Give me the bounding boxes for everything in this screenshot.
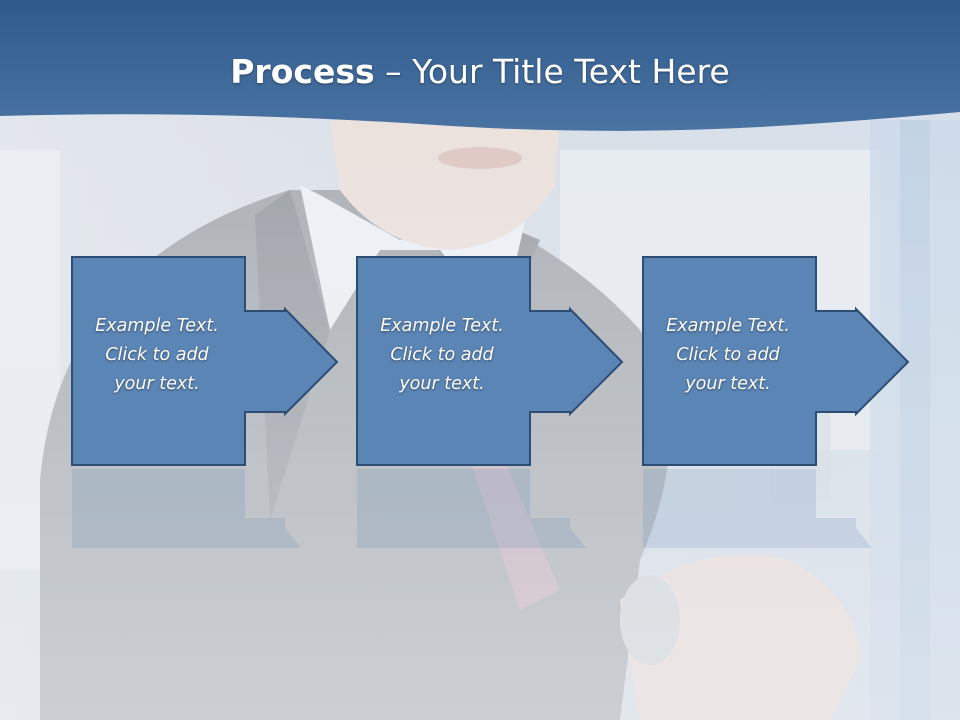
step-text-line: your text. xyxy=(114,374,200,394)
title-bold: Process xyxy=(230,52,375,91)
process-arrow-shape xyxy=(356,256,624,466)
step-text-line: Example Text. xyxy=(666,316,790,336)
process-arrow-reflection xyxy=(357,469,586,548)
step-text-line: your text. xyxy=(685,374,771,394)
step-text-line: Click to add xyxy=(105,345,209,365)
process-arrow-shape xyxy=(642,256,910,466)
process-step-3[interactable]: Example Text. Click to add your text. xyxy=(642,256,942,548)
step-text[interactable]: Example Text. Click to add your text. xyxy=(650,312,806,399)
process-arrow-shape xyxy=(71,256,339,466)
process-step-2[interactable]: Example Text. Click to add your text. xyxy=(356,256,696,548)
slide-title[interactable]: Process – Your Title Text Here xyxy=(0,52,960,91)
step-text-line: Example Text. xyxy=(95,316,219,336)
step-text-line: Click to add xyxy=(676,345,780,365)
process-step-1[interactable]: Example Text. Click to add your text. xyxy=(71,256,411,548)
step-text[interactable]: Example Text. Click to add your text. xyxy=(79,312,235,399)
step-text-line: Example Text. xyxy=(380,316,504,336)
step-text[interactable]: Example Text. Click to add your text. xyxy=(364,312,520,399)
step-text-line: your text. xyxy=(399,374,485,394)
process-arrow-reflection xyxy=(643,469,872,548)
step-text-line: Click to add xyxy=(390,345,494,365)
title-rest: – Your Title Text Here xyxy=(374,52,730,91)
process-arrow-reflection xyxy=(72,469,301,548)
